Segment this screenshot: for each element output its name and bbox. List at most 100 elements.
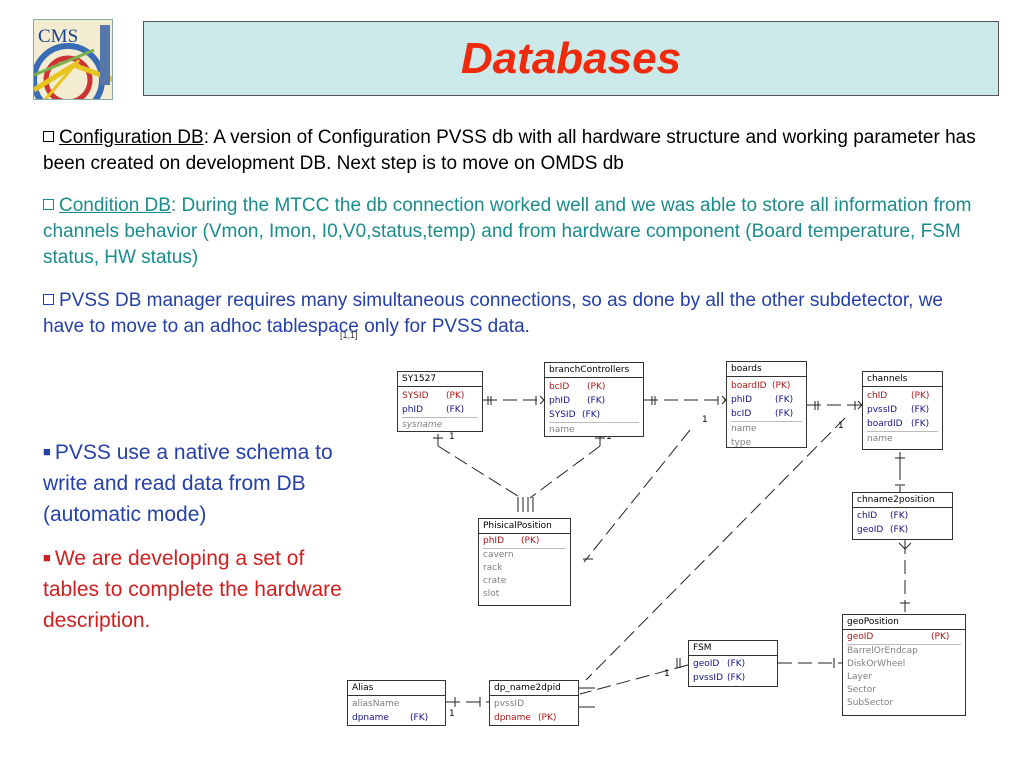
entity-channels[interactable]: channels chID (PK) pvssID (FK) boardID (FK)… [862, 371, 943, 450]
key-tag: (FK) [911, 419, 930, 429]
entity-chname2position[interactable]: chname2position chID(FK) geoID(FK) [852, 492, 953, 540]
attribute-field: SubSector [847, 698, 894, 708]
key-tag: (FK) [890, 525, 909, 535]
entity-boards[interactable]: boards boardID(PK) phID(FK) bcID(FK) nam… [726, 361, 807, 448]
fk-field: phID [402, 405, 424, 415]
key-tag: (FK) [911, 405, 930, 415]
entity-title: Alias [348, 681, 445, 696]
entity-title: FSM [689, 641, 777, 656]
condition-db-link[interactable]: Condition DB [59, 195, 171, 216]
paragraph-condition-db: Condition DB: During the MTCC the db con… [43, 193, 978, 271]
attribute-field: slot [483, 589, 500, 599]
entity-branch-controllers[interactable]: branchControllers bcID (PK) phID (FK) SYSI… [544, 362, 644, 437]
rel-boards-phisical [583, 429, 691, 563]
checkbox-bullet-icon [43, 294, 54, 305]
cardinality-label: 1 [838, 421, 844, 431]
entity-geo-position[interactable]: geoPosition geoID (PK) BarrelOrEndcap Dis… [842, 614, 966, 716]
fk-field: geoID [857, 525, 884, 535]
attribute-field: cavern [483, 550, 514, 560]
entity-phisical-position[interactable]: PhisicalPosition phID(PK) cavern rack cr… [478, 518, 571, 606]
key-tag: (PK) [772, 381, 791, 391]
cardinality-label: 1 [449, 709, 455, 719]
key-tag: (FK) [727, 673, 746, 683]
rel-fsm-dpname [579, 664, 689, 695]
fk-field: phID [549, 396, 571, 406]
checkbox-bullet-icon [43, 131, 54, 142]
attribute-field: name [867, 434, 893, 444]
square-bullet-icon: ■ [43, 550, 51, 565]
attribute-field: rack [483, 563, 503, 573]
pk-field: phID [483, 536, 505, 546]
paragraph-text: : During the MTCC the db connection work… [43, 195, 972, 268]
configuration-db-link[interactable]: Configuration DB [59, 127, 204, 148]
entity-title: PhisicalPosition [479, 519, 570, 534]
bullet-list: ■PVSS use a native schema to write and r… [43, 436, 348, 636]
key-tag: (FK) [727, 659, 746, 669]
rel-branch-phisical [529, 445, 601, 499]
er-connector-marks [433, 395, 912, 708]
entity-title: boards [727, 362, 806, 377]
entity-dp-name2dpid[interactable]: dp_name2dpid pvssID dpname (PK) [489, 680, 579, 726]
entity-title: SY1527 [398, 372, 482, 387]
rel-channels-dpname [585, 417, 846, 681]
fk-field: pvssID [867, 405, 898, 415]
title-banner: Databases [143, 21, 999, 96]
cardinality-label: 1 [664, 669, 670, 679]
key-tag: (PK) [521, 536, 540, 546]
entity-fsm[interactable]: FSM geoID (FK) pvssID(FK) [688, 640, 778, 687]
list-item: ■PVSS use a native schema to write and r… [43, 436, 348, 530]
list-item: ■We are developing a set of tables to co… [43, 542, 348, 636]
square-bullet-icon: ■ [43, 444, 51, 459]
pk-field: chID [867, 391, 888, 401]
paragraph-text: PVSS DB manager requires many simultaneo… [43, 290, 943, 337]
bullet-text: We are developing a set of tables to com… [43, 547, 342, 632]
entity-alias[interactable]: Alias aliasName dpname(FK) [347, 680, 446, 726]
entity-title: branchControllers [545, 363, 643, 378]
key-tag: (FK) [582, 410, 601, 420]
paragraph-configuration-db: Configuration DB: A version of Configura… [43, 125, 978, 177]
entity-title: channels [863, 372, 942, 387]
pk-field: geoID [847, 632, 874, 642]
pk-field: boardID [731, 381, 767, 391]
cardinality-label: 1 [449, 432, 455, 442]
key-tag: (FK) [890, 511, 909, 521]
key-tag: (PK) [931, 632, 950, 642]
paragraph-pvss-manager: PVSS DB manager requires many simultaneo… [43, 288, 978, 340]
fk-field: dpname [352, 713, 389, 723]
key-tag: (FK) [587, 396, 606, 406]
key-tag: (PK) [538, 713, 557, 723]
attribute-field: BarrelOrEndcap [847, 646, 918, 656]
rel-sy1527-phisical [437, 445, 522, 499]
attribute-field: sysname [402, 420, 443, 430]
key-tag: (PK) [446, 391, 465, 401]
key-tag: (FK) [446, 405, 465, 415]
fk-field: chID [857, 511, 878, 521]
key-tag: (FK) [775, 409, 794, 419]
key-tag: (PK) [911, 391, 930, 401]
entity-title: dp_name2dpid [490, 681, 578, 696]
pk-field: bcID [549, 382, 570, 392]
paragraph-text: : A version of Configuration PVSS db wit… [43, 127, 976, 174]
cms-logo-image [34, 20, 112, 99]
key-tag: (FK) [775, 395, 794, 405]
attribute-field: type [731, 438, 752, 448]
fk-field: pvssID [693, 673, 724, 683]
attribute-field: aliasName [352, 699, 400, 709]
entity-sy1527[interactable]: SY1527 SYSID(PK) phID(FK) sysname [397, 371, 483, 432]
checkbox-bullet-icon [43, 199, 54, 210]
entity-title: geoPosition [843, 615, 965, 630]
fk-field: SYSID [549, 410, 576, 420]
fk-field: geoID [693, 659, 720, 669]
reference-mark: [1,1] [340, 330, 358, 340]
fk-field: boardID [867, 419, 903, 429]
attribute-field: pvssID [494, 699, 525, 709]
fk-field: bcID [731, 409, 752, 419]
key-tag: (PK) [587, 382, 606, 392]
attribute-field: Sector [847, 685, 876, 695]
attribute-field: name [731, 424, 757, 434]
attribute-field: DiskOrWheel [847, 659, 906, 669]
logo-text: CMS [38, 26, 79, 47]
pk-field: dpname [494, 713, 531, 723]
attribute-field: Layer [847, 672, 873, 682]
